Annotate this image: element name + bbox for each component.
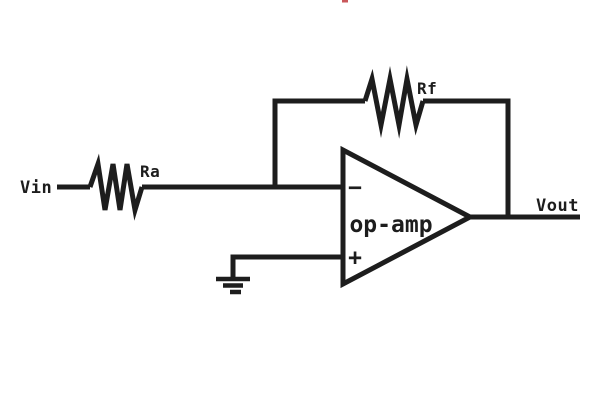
cropped-title-artifact (342, 0, 348, 3)
ground-symbol (216, 276, 250, 295)
feedback-wire-right (423, 98, 511, 217)
rf-label: Rf (417, 79, 437, 98)
vin-label: Vin (20, 178, 52, 198)
inverting-input-sign: − (348, 175, 362, 201)
resistor-rf-zigzag (362, 65, 426, 139)
opamp-label: op-amp (349, 212, 432, 238)
ra-label: Ra (140, 162, 160, 181)
resistor-ra-zigzag (87, 153, 145, 221)
opamp-triangle (340, 145, 476, 289)
feedback-wire-left (272, 98, 365, 190)
noninverting-input-wire (230, 254, 345, 277)
noninverting-input-sign: + (348, 245, 362, 271)
vout-label: Vout (536, 196, 579, 216)
